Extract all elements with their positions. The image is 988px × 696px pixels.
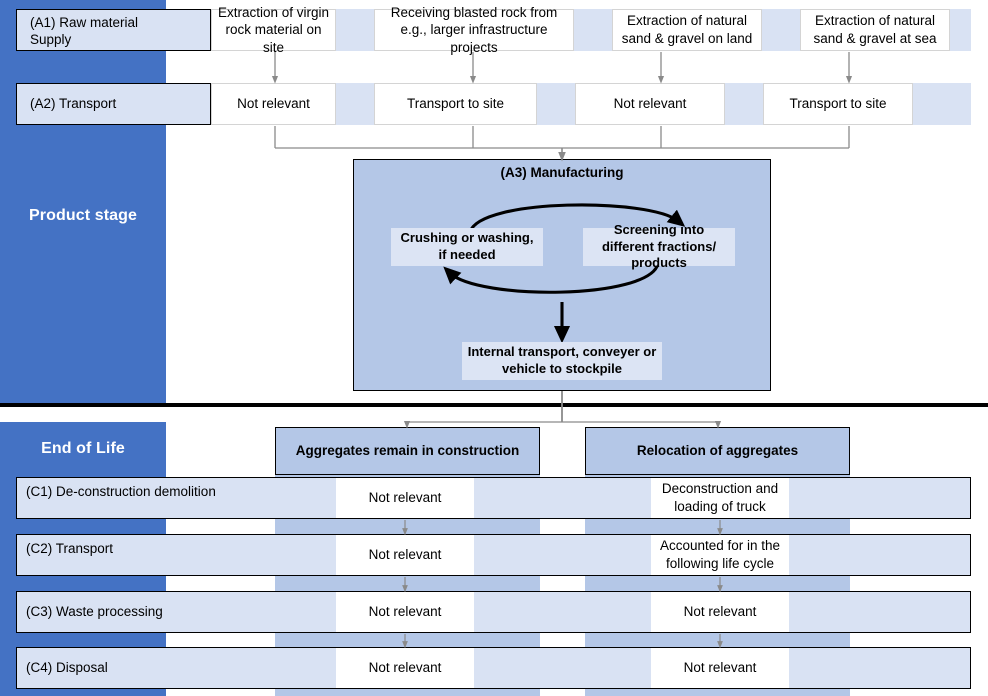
manufacturing-output-stockpile: Internal transport, conveyer or vehicle … <box>462 342 662 380</box>
manufacturing-step-screening: Screening into different fractions/ prod… <box>583 222 735 270</box>
row-strip-c2 <box>16 534 971 576</box>
cell-c1-remain: Not relevant <box>336 478 474 518</box>
product-column-band-2 <box>574 9 612 51</box>
cell-a1-col3: Extraction of natural sand & gravel on l… <box>612 9 762 51</box>
row-strip-a2 <box>16 83 211 125</box>
row-strip-c3 <box>16 591 971 633</box>
cell-a2-col3: Not relevant <box>575 83 725 125</box>
cell-c2-remain: Not relevant <box>336 535 474 575</box>
cell-a2-col1: Not relevant <box>211 83 336 125</box>
cell-c2-relocation: Accounted for in the following life cycl… <box>651 535 789 575</box>
cell-a1-col2: Receiving blasted rock from e.g., larger… <box>374 5 574 55</box>
transport-column-band-1 <box>336 83 374 125</box>
cell-c4-remain: Not relevant <box>336 648 474 688</box>
row-strip-a1 <box>16 9 211 51</box>
eol-header-remain: Aggregates remain in construction <box>275 427 540 475</box>
transport-column-band-2 <box>537 83 575 125</box>
stage-divider <box>0 403 988 407</box>
transport-column-band-3 <box>725 83 763 125</box>
manufacturing-title: (A3) Manufacturing <box>500 165 624 180</box>
product-stage-band <box>0 0 166 403</box>
cell-c4-relocation: Not relevant <box>651 648 789 688</box>
transport-column-band-4 <box>913 83 971 125</box>
cell-a1-col4: Extraction of natural sand & gravel at s… <box>800 9 950 51</box>
cell-c3-relocation: Not relevant <box>651 592 789 632</box>
row-strip-c1 <box>16 477 971 519</box>
manufacturing-step-crushing: Crushing or washing, if needed <box>391 228 543 266</box>
product-column-band-1 <box>336 9 374 51</box>
cell-a2-col2: Transport to site <box>374 83 537 125</box>
cell-a1-col1: Extraction of virgin rock material on si… <box>211 5 336 55</box>
cell-c3-remain: Not relevant <box>336 592 474 632</box>
cell-a2-col4: Transport to site <box>763 83 913 125</box>
cell-c1-relocation: Deconstruction and loading of truck <box>651 478 789 518</box>
row-strip-c4 <box>16 647 971 689</box>
eol-header-relocation: Relocation of aggregates <box>585 427 850 475</box>
product-column-band-3 <box>762 9 800 51</box>
